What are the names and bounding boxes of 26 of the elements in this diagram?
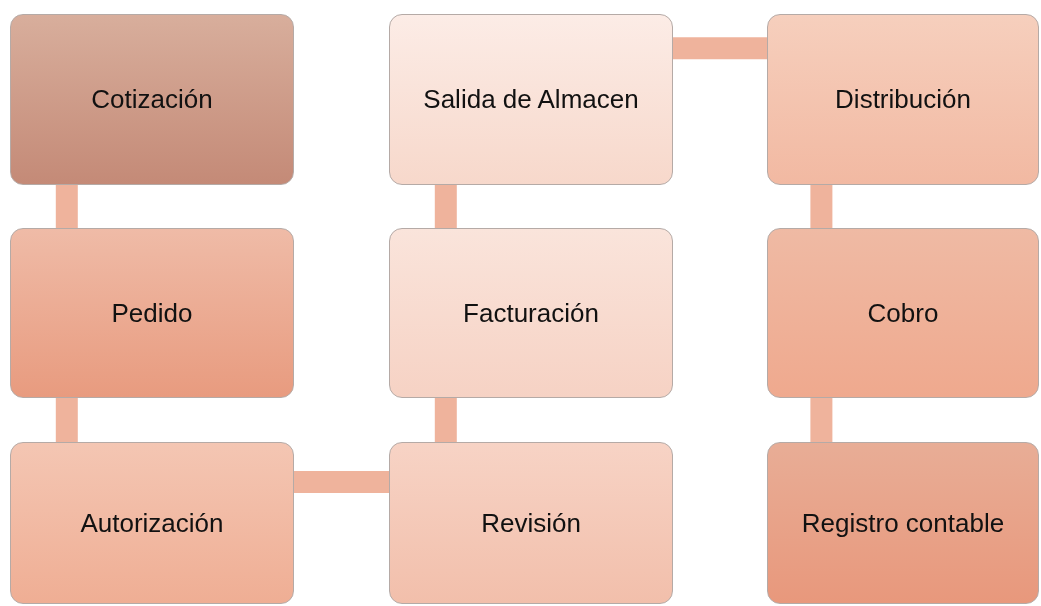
box-label: Cobro	[867, 297, 939, 329]
process-box	[10, 228, 294, 398]
process-box	[10, 14, 294, 185]
connector-bar	[55, 185, 78, 228]
box-label: Revisión	[481, 507, 581, 539]
process-box	[767, 228, 1039, 398]
connector-bar	[55, 398, 78, 442]
process-box	[389, 442, 673, 604]
box-label: Registro contable	[801, 507, 1005, 539]
box-label: Salida de Almacen	[423, 84, 639, 115]
connector-bar	[294, 471, 389, 493]
process-box	[767, 442, 1039, 604]
box-label: Cotización	[91, 84, 213, 115]
process-box	[10, 442, 294, 604]
connector-bar	[673, 37, 767, 60]
process-box	[767, 14, 1039, 185]
process-box	[389, 14, 673, 185]
connector-bar	[810, 185, 833, 228]
box-label: Distribución	[835, 84, 971, 115]
process-box	[389, 228, 673, 398]
connector-bar	[434, 398, 457, 442]
box-label: Facturación	[463, 297, 599, 329]
box-label: Pedido	[111, 297, 193, 329]
connector-bar	[434, 185, 457, 228]
box-label: Autorización	[80, 507, 224, 539]
connector-bar	[810, 398, 833, 442]
